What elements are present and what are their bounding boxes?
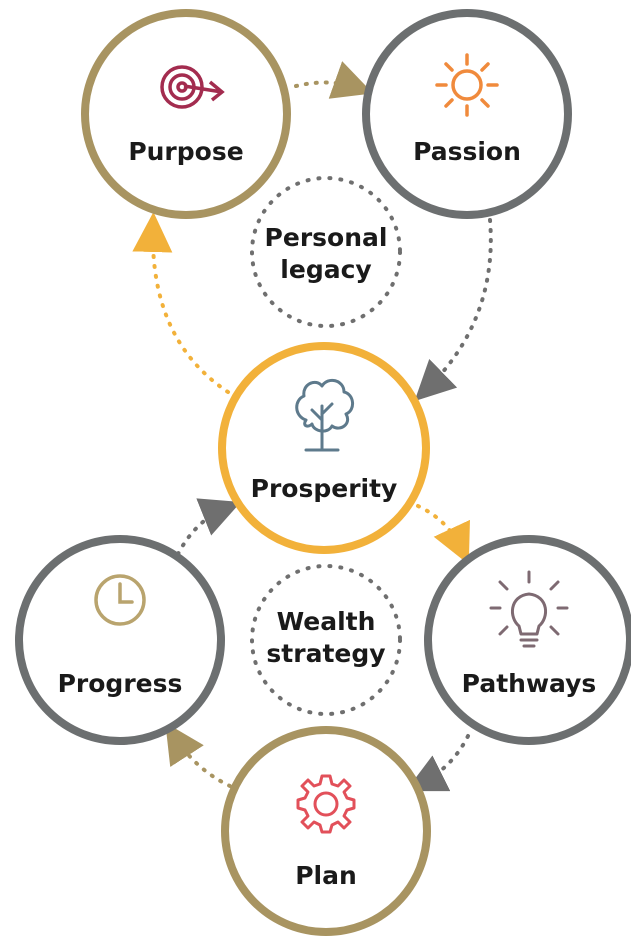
node-personal-legacy: Personal legacy: [250, 176, 402, 328]
arrow-prosperity-to-purpose: [132, 212, 230, 394]
tree-icon: [295, 378, 354, 452]
node-pathways: Pathways: [424, 535, 631, 745]
arrow-prosperity-to-pathways: [416, 504, 470, 565]
pathways-label: Pathways: [462, 669, 597, 698]
passion-label: Passion: [413, 137, 521, 166]
sun-icon: [435, 53, 499, 117]
lightbulb-icon: [489, 570, 569, 648]
node-prosperity: Prosperity: [218, 342, 430, 554]
node-wealth-strategy: Wealth strategy: [250, 564, 402, 716]
wealth-strategy-line2: strategy: [266, 639, 385, 668]
gear-icon: [296, 774, 356, 834]
arrow-passion-to-prosperity: [414, 218, 493, 402]
wealth-strategy-line1: Wealth: [277, 607, 376, 636]
purpose-label: Purpose: [128, 137, 243, 166]
node-progress: Progress: [15, 535, 225, 745]
node-plan: Plan: [221, 726, 431, 936]
node-purpose: Purpose: [81, 9, 291, 219]
plan-label: Plan: [295, 861, 357, 890]
target-icon: [160, 65, 225, 109]
arrow-progress-to-prosperity: [176, 498, 241, 556]
personal-legacy-line1: Personal: [265, 223, 388, 252]
personal-legacy-line2: legacy: [280, 255, 371, 284]
arrow-plan-to-progress: [165, 722, 232, 788]
node-passion: Passion: [362, 9, 572, 219]
arrow-pathways-to-plan: [405, 734, 470, 792]
prosperity-label: Prosperity: [251, 474, 398, 503]
arrow-purpose-to-passion: [294, 61, 374, 99]
progress-label: Progress: [58, 669, 183, 698]
clock-icon: [94, 574, 146, 626]
